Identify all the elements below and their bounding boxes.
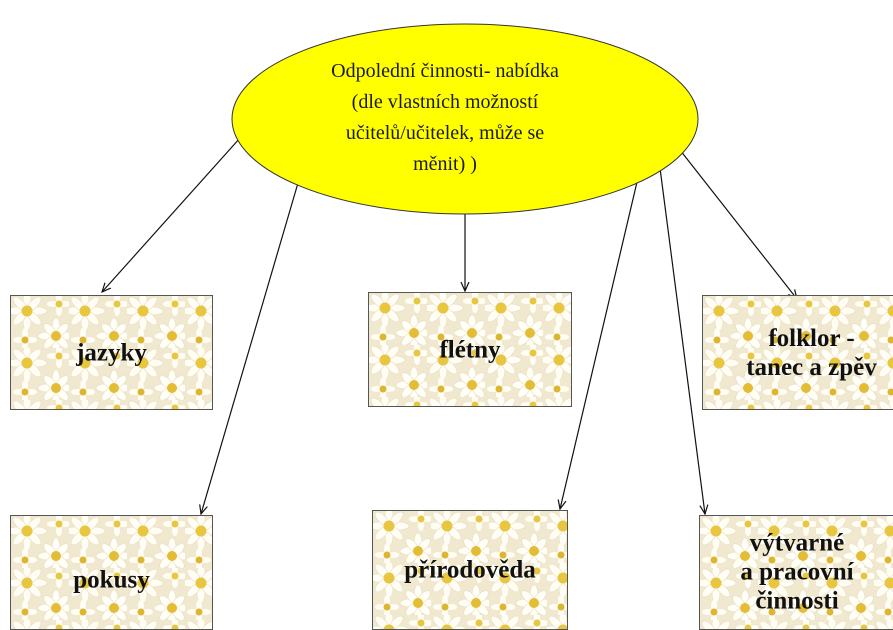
- label-line: činnosti: [755, 587, 839, 615]
- daisy-background: [703, 296, 893, 409]
- daisy-background: [369, 293, 571, 406]
- node-folklor: folklor - tanec a zpěv: [702, 295, 893, 410]
- label-line: flétny: [439, 336, 501, 363]
- center-line-4: měnit) ): [413, 153, 477, 175]
- arrow-to-jazyky: [102, 137, 241, 292]
- label-line: a pracovní: [740, 558, 854, 586]
- daisy-background: [700, 516, 893, 629]
- node-label: jazyky: [11, 338, 212, 367]
- label-line: pokusy: [73, 566, 150, 594]
- node-label: pokusy: [11, 566, 212, 595]
- node-label: výtvarné a pracovní činnosti: [700, 529, 893, 616]
- label-line: jazyky: [76, 339, 147, 366]
- node-label: flétny: [369, 335, 571, 364]
- arrow-to-prirodoveda: [560, 181, 638, 509]
- center-line-2: (dle vlastních možností: [351, 91, 539, 113]
- center-line-1: Odpolední činnosti- nabídka: [331, 60, 559, 82]
- center-ellipse: [231, 23, 699, 215]
- node-prirodoveda: přírodověda: [372, 510, 568, 630]
- label-line: folklor -: [768, 324, 855, 352]
- daisy-background: [11, 516, 212, 629]
- node-label: přírodověda: [373, 556, 567, 585]
- daisy-background: [11, 296, 212, 409]
- arrow-to-folklor: [679, 149, 797, 299]
- center-line-3: učitelů/učitelek, může se: [345, 122, 545, 144]
- node-jazyky: jazyky: [10, 295, 213, 410]
- arrow-to-vytvarne: [659, 167, 705, 514]
- arrow-to-pokusy: [201, 182, 299, 514]
- daisy-background: [373, 511, 567, 629]
- node-vytvarne: výtvarné a pracovní činnosti: [699, 515, 893, 630]
- node-fletny: flétny: [368, 292, 572, 407]
- center-node-text: Odpolední činnosti- nabídka (dle vlastní…: [290, 56, 600, 180]
- label-line: tanec a zpěv: [746, 353, 877, 381]
- label-line: přírodověda: [404, 556, 536, 584]
- node-pokusy: pokusy: [10, 515, 213, 630]
- label-line: výtvarné: [749, 529, 845, 557]
- node-label: folklor - tanec a zpěv: [703, 324, 893, 382]
